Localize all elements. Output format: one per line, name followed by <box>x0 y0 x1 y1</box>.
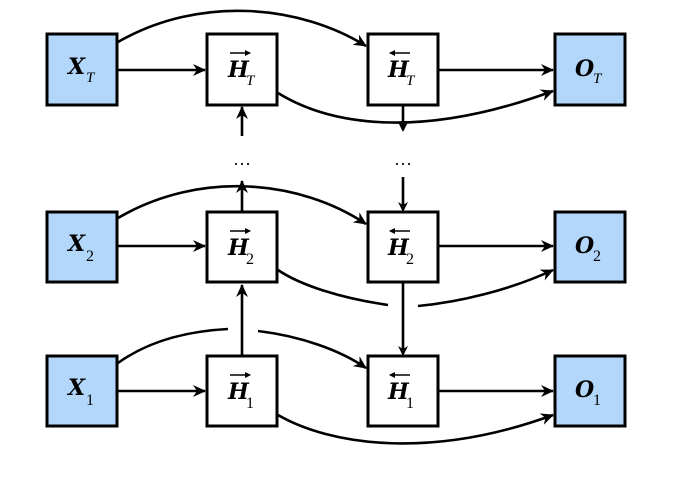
backward-ellipsis: … <box>394 149 412 169</box>
node-sub: 2 <box>86 248 94 265</box>
forward-hidden-node-1: H 1 <box>205 354 279 428</box>
node-sub: T <box>246 73 256 89</box>
node-sub: T <box>86 70 96 86</box>
node-base: H <box>387 57 410 83</box>
edge-fh1-to-o1 <box>277 413 554 445</box>
backward-hidden-node-1: H 1 <box>366 354 440 428</box>
node-base: X <box>66 375 86 401</box>
input-node-T: X T <box>45 32 119 107</box>
node-base: X <box>66 54 86 80</box>
node-sub: 1 <box>246 395 254 412</box>
forward-hidden-node-T: H T <box>205 32 279 107</box>
node-base: H <box>227 379 250 405</box>
node-base: H <box>387 235 410 261</box>
output-node-T: O T <box>553 32 627 107</box>
node-sub: 1 <box>86 392 94 409</box>
edge-xT-to-bhT <box>117 9 367 48</box>
node-base: O <box>575 233 594 259</box>
node-sub: T <box>406 73 416 89</box>
node-sub: 2 <box>406 251 414 268</box>
output-node-2: O 2 <box>553 210 627 284</box>
node-base: H <box>227 235 250 261</box>
edge-x1-to-bh1-b <box>257 329 367 370</box>
node-base: O <box>575 56 594 82</box>
edge-x1-to-bh1-a <box>117 327 229 365</box>
node-sub: 1 <box>593 392 601 409</box>
forward-hidden-node-2: H 2 <box>205 210 279 284</box>
node-sub: 2 <box>246 251 254 268</box>
backward-hidden-node-2: H 2 <box>366 210 440 284</box>
node-base: O <box>575 377 594 403</box>
node-base: X <box>66 231 86 257</box>
node-sub: 1 <box>406 395 414 412</box>
edge-fhT-to-oT <box>277 89 554 124</box>
node-sub: T <box>593 71 603 87</box>
backward-hidden-node-T: H T <box>366 32 440 107</box>
input-node-2: X 2 <box>45 210 119 284</box>
edge-fh2-to-o2-b <box>417 268 554 308</box>
edge-fh2-to-o2-a <box>277 268 389 307</box>
node-sub: 2 <box>593 248 601 265</box>
input-node-1: X 1 <box>45 354 119 428</box>
node-base: H <box>387 379 410 405</box>
node-base: H <box>227 57 250 83</box>
forward-ellipsis: … <box>233 149 251 169</box>
output-node-1: O 1 <box>553 354 627 428</box>
